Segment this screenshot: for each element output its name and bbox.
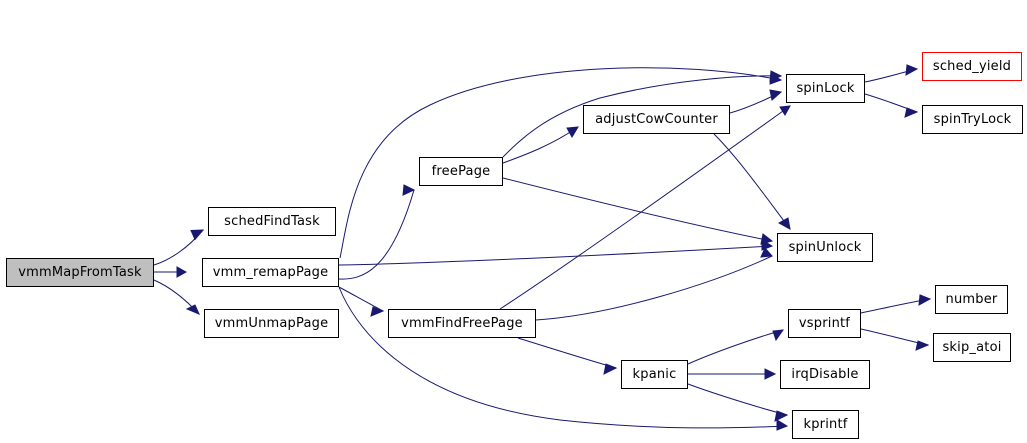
arrow-head-icon [769,89,783,101]
graph-node-label: skip_atoi [942,340,1002,355]
graph-node-label: spinTryLock [933,112,1012,127]
edge-kpanic-to-irqDisable [688,368,777,380]
graph-node-kprintf[interactable]: kprintf [792,410,859,439]
edge-vmmMapFromTask-to-vmmUnmapPage [153,279,200,315]
edge-vmm_remapPage-to-freePage [338,184,416,280]
graph-node-label: spinLock [796,81,855,96]
graph-node-spinTryLock[interactable]: spinTryLock [922,105,1023,134]
graph-node-label: vmmMapFromTask [18,265,142,280]
arrow-head-icon [774,410,789,422]
graph-node-freePage[interactable]: freePage [419,157,503,186]
arrow-head-icon [190,229,205,241]
edge-spinLock-to-spinTryLock [864,93,919,118]
graph-node-vmmUnmapPage[interactable]: vmmUnmapPage [204,309,339,338]
edge-kpanic-to-vsprintf [687,329,785,365]
arrow-head-icon [777,217,791,230]
arrow-head-icon [370,306,385,317]
arrow-head-icon [603,363,618,375]
graph-node-vmm_remapPage[interactable]: vmm_remapPage [202,258,339,287]
graph-node-vmmFindFreePage[interactable]: vmmFindFreePage [388,309,536,338]
edge-freePage-to-spinLock [502,70,783,158]
graph-node-label: vmmFindFreePage [401,316,523,331]
arrow-head-icon [905,64,919,76]
arrow-head-icon [176,266,188,278]
edge-vmmMapFromTask-to-vmm_remapPage [154,266,188,278]
graph-node-spinUnlock[interactable]: spinUnlock [777,233,873,262]
edge-freePage-to-adjustCowCounter [502,126,579,164]
graph-node-label: number [945,292,998,307]
graph-node-sched_yield[interactable]: sched_yield [922,52,1022,81]
graph-node-label: freePage [431,164,491,179]
edge-vmm_remapPage-to-kprintf [338,286,789,431]
graph-node-label: adjustCowCounter [595,112,718,127]
arrow-head-icon [185,304,200,315]
arrow-head-icon [918,294,932,306]
graph-node-label: sched_yield [932,59,1012,74]
edge-vmmMapFromTask-to-schedFindTask [153,229,205,266]
graph-node-label: spinUnlock [788,240,862,255]
graph-node-label: kpanic [632,367,677,382]
arrow-head-icon [779,105,791,116]
edge-vmmFindFreePage-to-spinLock [499,105,791,310]
arrow-head-icon [764,368,777,380]
graph-node-spinLock[interactable]: spinLock [786,74,865,103]
arrow-head-icon [760,233,774,245]
graph-node-kpanic[interactable]: kpanic [621,360,688,389]
graph-node-label: vsprintf [798,316,851,331]
arrow-head-icon [566,126,579,138]
edge-vmmFindFreePage-to-kpanic [517,337,618,375]
graph-node-vmmMapFromTask[interactable]: vmmMapFromTask [6,258,154,287]
graph-node-label: irqDisable [791,367,859,382]
arrow-head-icon [402,184,416,196]
edge-vsprintf-to-skip_atoi [860,328,930,351]
edge-adjustCowCounter-to-spinUnlock [713,133,791,230]
graph-node-label: vmm_remapPage [212,265,329,280]
edge-vsprintf-to-number [860,294,932,314]
arrow-head-icon [760,247,774,258]
edge-vmmFindFreePage-to-spinUnlock [535,247,774,321]
edge-freePage-to-spinUnlock [502,177,774,245]
arrow-head-icon [772,329,785,342]
graph-node-vsprintf[interactable]: vsprintf [788,309,861,338]
edge-adjustCowCounter-to-spinLock [729,89,783,114]
graph-node-label: schedFindTask [224,214,320,229]
graph-node-label: kprintf [803,417,848,432]
arrow-head-icon [769,70,783,82]
edge-spinLock-to-sched_yield [864,64,919,83]
edge-vmm_remapPage-to-vmmFindFreePage [338,286,385,317]
graph-node-irqDisable[interactable]: irqDisable [780,360,870,389]
graph-node-number[interactable]: number [935,285,1008,314]
graph-node-skip_atoi[interactable]: skip_atoi [933,333,1011,362]
arrow-head-icon [915,340,930,351]
edge-kpanic-to-kprintf [687,383,789,422]
graph-node-label: vmmUnmapPage [214,316,329,331]
graph-node-adjustCowCounter[interactable]: adjustCowCounter [583,105,730,134]
graph-node-schedFindTask[interactable]: schedFindTask [208,207,336,236]
arrow-head-icon [776,419,789,431]
edge-vmm_remapPage-to-spinUnlock [338,239,774,266]
arrow-head-icon [904,107,919,118]
